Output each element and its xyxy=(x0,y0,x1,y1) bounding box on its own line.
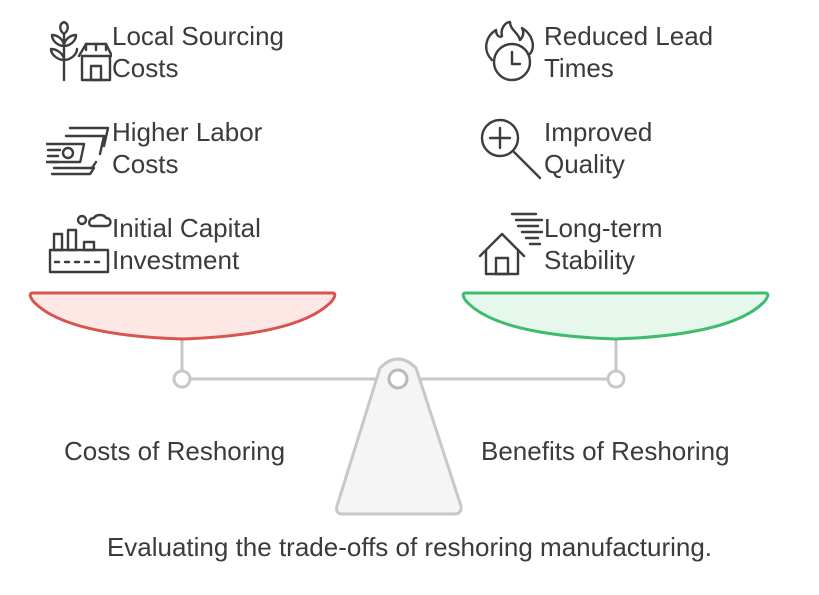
costs-item-label: Higher Labor Costs xyxy=(112,117,263,179)
factory-icon xyxy=(46,212,112,276)
scale-fulcrum xyxy=(335,357,463,516)
benefits-item-lead-times: Reduced Lead Times xyxy=(478,20,764,84)
zoom-in-icon xyxy=(478,116,544,180)
costs-item-labor: Higher Labor Costs xyxy=(46,116,332,180)
costs-label: Costs of Reshoring xyxy=(64,436,286,466)
costs-item-local-sourcing: Local Sourcing Costs xyxy=(46,20,332,84)
benefits-label: Benefits of Reshoring xyxy=(481,436,730,466)
fire-clock-icon xyxy=(478,20,544,84)
benefits-item-quality: Improved Quality xyxy=(478,116,764,180)
benefits-item-stability: Long-term Stability xyxy=(478,212,764,276)
cash-stack-icon xyxy=(46,116,112,180)
costs-item-label: Initial Capital Investment xyxy=(112,213,261,275)
fulcrum-pivot xyxy=(387,368,409,390)
wheat-and-shop-icon xyxy=(46,20,112,84)
benefits-pan xyxy=(461,291,770,341)
diagram-caption: Evaluating the trade-offs of reshoring m… xyxy=(106,532,713,562)
costs-item-capital: Initial Capital Investment xyxy=(46,212,332,276)
left-beam-joint xyxy=(172,369,192,389)
benefits-item-label: Long-term Stability xyxy=(544,213,663,275)
right-beam-joint xyxy=(606,369,626,389)
benefits-item-label: Improved Quality xyxy=(544,117,653,179)
house-wind-icon xyxy=(478,212,544,276)
costs-item-label: Local Sourcing Costs xyxy=(112,21,284,83)
benefits-item-label: Reduced Lead Times xyxy=(544,21,714,83)
costs-pan xyxy=(28,291,337,341)
